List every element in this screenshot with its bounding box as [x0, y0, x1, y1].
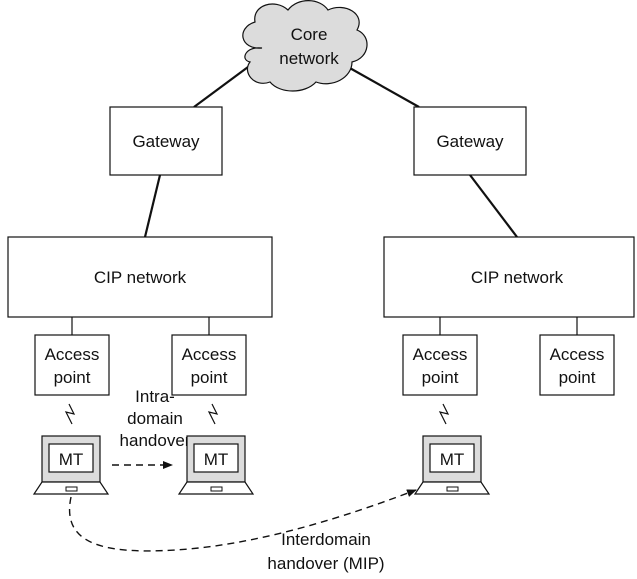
- intra-handover-line1: Intra-: [135, 387, 175, 406]
- gateway-left-label: Gateway: [132, 132, 200, 151]
- access-point-3: Access point: [402, 334, 478, 396]
- mobile-terminal-2: MT: [177, 435, 255, 495]
- gateway-left-to-cip-link: [143, 174, 162, 238]
- cip-network-right: CIP network: [383, 236, 635, 318]
- intra-handover-line2: domain: [127, 409, 183, 428]
- access-point-1-label-line2: point: [54, 368, 91, 387]
- cip-network-right-label: CIP network: [471, 268, 564, 287]
- cip-network-left: CIP network: [7, 236, 273, 318]
- access-point-2-label-line1: Access: [182, 345, 237, 364]
- inter-handover-line1: Interdomain: [281, 530, 371, 549]
- mt-2-label: MT: [204, 450, 229, 469]
- intra-handover-line3: handover: [120, 431, 191, 450]
- access-point-4-label-line1: Access: [550, 345, 605, 364]
- access-point-1: Access point: [34, 334, 110, 396]
- cloud-label-line2: network: [279, 49, 339, 68]
- mobile-terminal-3: MT: [413, 435, 491, 495]
- interdomain-handover-label: Interdomain handover (MIP): [267, 530, 384, 573]
- cloud-to-gateway-left-link: [193, 66, 249, 108]
- gateway-right-label: Gateway: [436, 132, 504, 151]
- gateway-right: Gateway: [413, 106, 527, 176]
- cip-network-left-label: CIP network: [94, 268, 187, 287]
- interdomain-handover-arrow: [68, 489, 417, 552]
- wireless-signal-icon: [438, 403, 450, 425]
- access-point-2-label-line2: point: [191, 368, 228, 387]
- wireless-signal-icon: [207, 403, 219, 425]
- access-point-1-label-line1: Access: [45, 345, 100, 364]
- access-point-4-label-line2: point: [559, 368, 596, 387]
- access-point-3-label-line2: point: [422, 368, 459, 387]
- access-point-3-label-line1: Access: [413, 345, 468, 364]
- inter-handover-line2: handover (MIP): [267, 554, 384, 573]
- gateway-left: Gateway: [109, 106, 223, 176]
- cloud-label-line1: Core: [291, 25, 328, 44]
- mt-3-label: MT: [440, 450, 465, 469]
- access-point-2: Access point: [171, 334, 247, 396]
- wireless-signal-icon: [64, 403, 76, 425]
- mt-1-label: MT: [59, 450, 84, 469]
- gateway-right-to-cip-link: [469, 174, 518, 238]
- core-network-cloud: Core network: [242, 0, 368, 92]
- cloud-to-gateway-right-link: [347, 66, 420, 108]
- mobile-terminal-1: MT: [32, 435, 110, 495]
- intra-domain-handover-label: Intra- domain handover: [120, 387, 191, 450]
- access-point-4: Access point: [539, 334, 615, 396]
